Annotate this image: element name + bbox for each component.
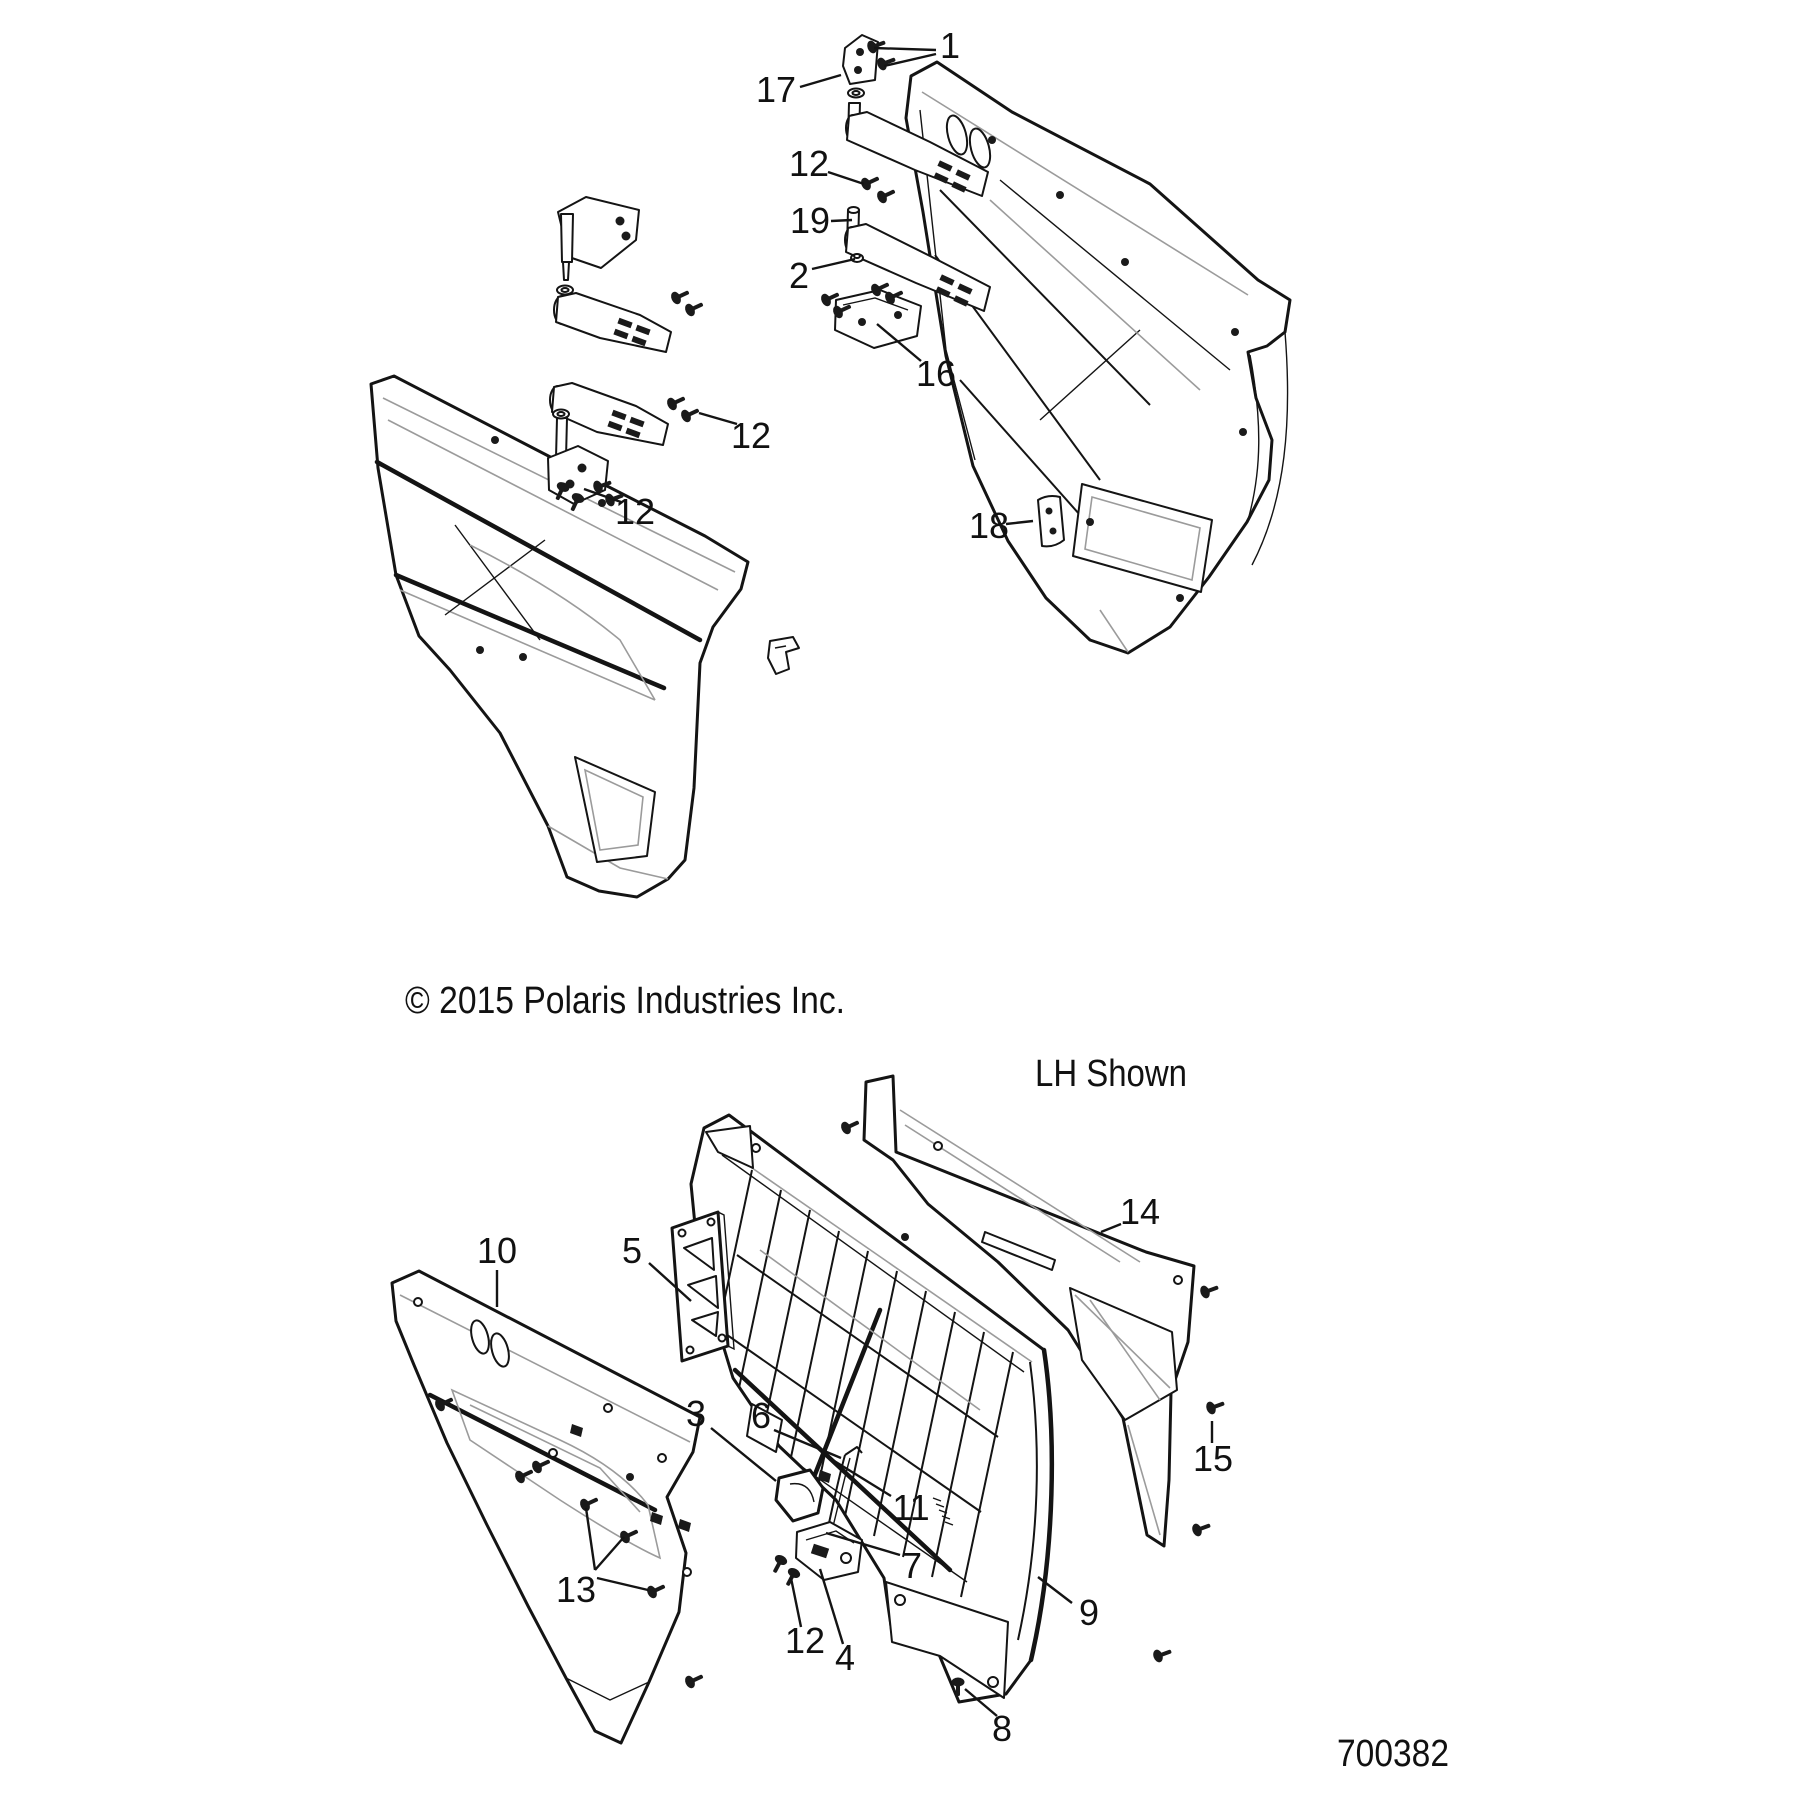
callout-5: 5 [622, 1230, 642, 1271]
washer [556, 284, 574, 296]
callout-12: 12 [731, 415, 771, 456]
latch-spring [932, 1497, 954, 1526]
copyright-text: © 2015 Polaris Industries Inc. [405, 980, 845, 1022]
callout-4: 4 [835, 1637, 855, 1678]
callout-2: 2 [789, 255, 809, 296]
screw [683, 298, 706, 318]
hinge-bracket-group-left [547, 196, 706, 514]
callout-9: 9 [1079, 1592, 1099, 1633]
leader-line-1 [873, 46, 937, 52]
leader-line-18 [1005, 519, 1034, 526]
callout-11: 11 [892, 1487, 929, 1528]
door-handle-bezel [774, 1468, 825, 1523]
leader-line-4 [818, 1568, 845, 1645]
leader-line-16 [876, 323, 922, 362]
leader-line-12 [583, 487, 622, 504]
latch-bracket-16 [834, 289, 922, 349]
leader-line-13 [596, 1576, 649, 1592]
leader-line-19 [830, 218, 853, 223]
leader-line-12 [698, 411, 738, 426]
callout-3: 3 [686, 1393, 706, 1434]
drawing-number: 700382 [1337, 1733, 1449, 1775]
screw [679, 404, 702, 424]
callout-19: 19 [790, 200, 830, 241]
washer [847, 87, 865, 99]
screw [665, 392, 688, 412]
hinge-bracket-group-right [819, 34, 991, 349]
upper-assembly [369, 34, 1292, 899]
callout-14: 14 [1120, 1191, 1160, 1232]
leader-line-2 [811, 257, 856, 271]
rh-door-inner-panel [904, 60, 1292, 655]
leader-line-11 [830, 1457, 892, 1498]
leader-line-8 [964, 1688, 998, 1717]
callout-12: 12 [789, 143, 829, 184]
callout-8: 8 [992, 1708, 1012, 1749]
lock-nut [850, 253, 864, 263]
callout-1: 1 [940, 25, 960, 66]
lh-door-outer-panel [369, 374, 750, 899]
callout-15: 15 [1193, 1438, 1233, 1479]
callout-13: 13 [556, 1569, 596, 1610]
leader-line-14 [1100, 1222, 1122, 1234]
leader-line-12 [789, 1577, 803, 1628]
callout-16: 16 [916, 353, 956, 394]
callout-7: 7 [902, 1545, 922, 1586]
leader-line-7 [825, 1531, 901, 1557]
callout-12: 12 [615, 491, 655, 532]
screw [875, 185, 898, 205]
edge-clip [678, 1519, 691, 1532]
leader-line-12 [827, 170, 865, 186]
leader-line-9 [1037, 1576, 1073, 1604]
lower-assembly [390, 1074, 1227, 1745]
upper-hinge-bracket [557, 196, 640, 281]
door-latch-assembly [795, 1521, 863, 1581]
leader-line-1 [883, 52, 937, 68]
door-reinforcement-plate [670, 1210, 735, 1363]
screw [768, 1552, 789, 1576]
callout-12: 12 [785, 1620, 825, 1661]
upper-hinge-strap [553, 292, 672, 353]
leader-line-17 [799, 73, 842, 89]
callout-6: 6 [751, 1395, 771, 1436]
callout-17: 17 [756, 69, 796, 110]
leader-line-3 [710, 1427, 777, 1482]
upper-hinge-strap [845, 111, 989, 197]
screw [875, 53, 898, 72]
striker-plate [1037, 495, 1065, 548]
door-outer-skin-panel [862, 1074, 1196, 1548]
door-handle-bracket [767, 636, 800, 675]
leader-line-6 [773, 1428, 842, 1460]
screw [669, 286, 692, 306]
screw [859, 172, 882, 192]
lower-hinge-strap [844, 223, 991, 312]
lh-door-inner-panel [390, 1269, 702, 1745]
leader-line-13 [584, 1507, 597, 1571]
view-note: LH Shown [1035, 1053, 1187, 1095]
leader-line-5 [648, 1262, 692, 1302]
leader-line-13 [594, 1536, 625, 1571]
callout-18: 18 [969, 505, 1009, 546]
callout-10: 10 [477, 1230, 517, 1271]
